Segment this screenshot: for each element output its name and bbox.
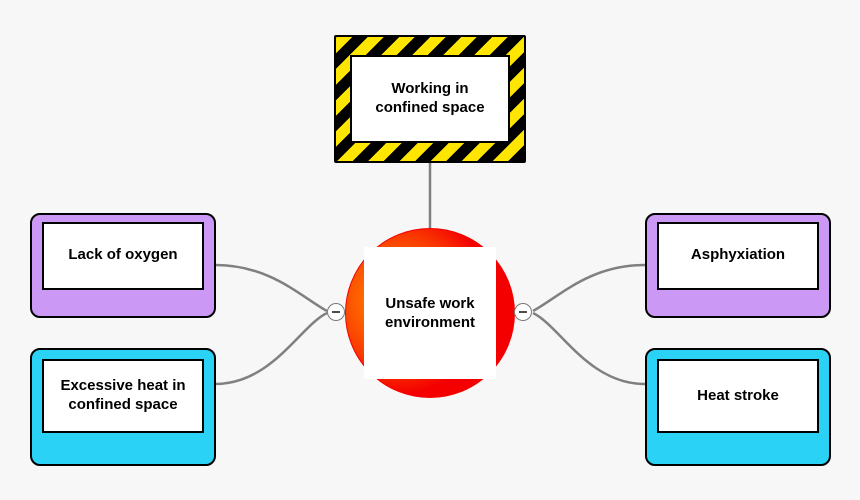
node-heat-stroke[interactable]: Heat stroke — [645, 348, 831, 466]
node-label-line1: Unsafe work — [385, 294, 475, 312]
collapse-left-toggle[interactable] — [327, 303, 345, 321]
node-label-line1: Working in — [391, 80, 469, 98]
node-label-line2: confined space — [375, 99, 485, 116]
node-label-line2: confined space — [68, 396, 178, 413]
node-label-line1: Excessive heat in — [60, 377, 186, 395]
node-working-in-confined-space-inner: Working in confined space — [350, 55, 510, 143]
connector-left-lower — [214, 311, 328, 386]
node-lack-of-oxygen[interactable]: Lack of oxygen — [30, 213, 216, 318]
minus-icon — [332, 311, 340, 313]
node-unsafe-work-environment[interactable]: Unsafe work environment — [345, 228, 515, 398]
node-unsafe-work-environment-inner: Unsafe work environment — [364, 247, 496, 379]
node-working-in-confined-space[interactable]: Working in confined space — [334, 35, 526, 163]
node-label-line2: environment — [384, 314, 475, 331]
node-label-line1: Asphyxiation — [690, 246, 786, 264]
node-excessive-heat-in-confined-space-inner: Excessive heat in confined space — [42, 359, 204, 433]
node-heat-stroke-inner: Heat stroke — [657, 359, 819, 433]
minus-icon — [519, 311, 527, 313]
connector-right-lower — [532, 311, 646, 386]
node-label: Unsafe work environment — [385, 294, 475, 333]
node-label-line1: Lack of oxygen — [68, 246, 178, 264]
node-label: Excessive heat in confined space — [60, 377, 185, 415]
connector-right-upper — [532, 263, 646, 313]
collapse-right-toggle[interactable] — [514, 303, 532, 321]
node-label-line1: Heat stroke — [697, 386, 779, 404]
node-asphyxiation-inner: Asphyxiation — [657, 221, 819, 290]
node-excessive-heat-in-confined-space[interactable]: Excessive heat in confined space — [30, 348, 216, 466]
node-label: Working in confined space — [375, 80, 484, 118]
connector-left-upper — [214, 263, 328, 313]
node-lack-of-oxygen-inner: Lack of oxygen — [42, 221, 204, 290]
node-asphyxiation[interactable]: Asphyxiation — [645, 213, 831, 318]
